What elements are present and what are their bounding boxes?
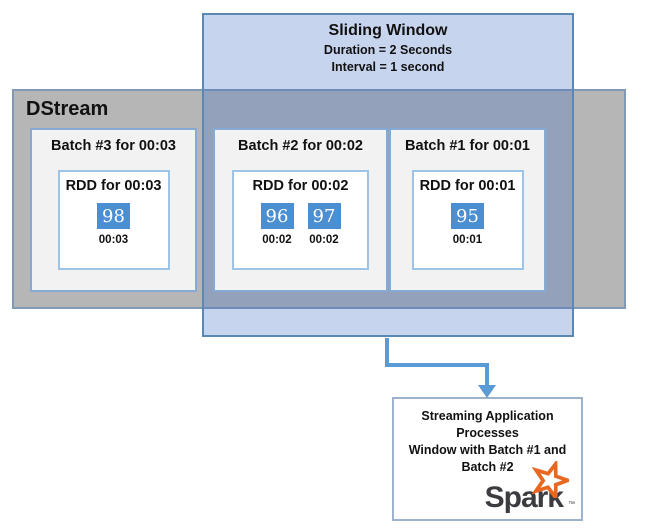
batch-3-box: Batch #3 for 00:03 RDD for 00:03 98 00:0… [30, 128, 197, 292]
sliding-window-duration: Duration = 2 Seconds [323, 43, 453, 57]
spark-star-icon [532, 461, 569, 498]
batch-title: Batch #2 for 00:02 [238, 138, 363, 154]
batch-1-box: Batch #1 for 00:01 RDD for 00:01 95 00:0… [389, 128, 546, 292]
processor-line: Batch #2 [461, 460, 514, 474]
rdd-cell-group: 96 00:02 [260, 203, 294, 246]
batch-title: Batch #1 for 00:01 [405, 138, 530, 154]
batch-title: Batch #3 for 00:03 [51, 138, 176, 154]
rdd-cells-row: 98 00:03 [97, 203, 130, 246]
rdd-cell-value: 96 [260, 203, 294, 229]
rdd-cell-group: 95 00:01 [451, 203, 484, 246]
processor-box: Streaming Application Processes Window w… [392, 397, 583, 521]
flow-arrow-line [385, 338, 489, 386]
rdd-cell-value: 97 [307, 203, 341, 229]
rdd-box: RDD for 00:02 96 00:02 97 00:02 [232, 170, 369, 270]
rdd-cell-value: 95 [451, 203, 484, 229]
rdd-cells-row: 96 00:02 97 00:02 [260, 203, 341, 246]
sliding-window-interval: Interval = 1 second [331, 60, 445, 74]
rdd-cell-time: 00:02 [262, 234, 292, 246]
rdd-cell-time: 00:01 [452, 234, 483, 246]
rdd-cell-value: 98 [97, 203, 130, 229]
sliding-window-title: Sliding Window [328, 22, 448, 39]
processor-line: Processes [456, 426, 519, 440]
rdd-title: RDD for 00:02 [252, 178, 349, 194]
rdd-cell-time: 00:03 [98, 234, 129, 246]
rdd-title: RDD for 00:01 [419, 178, 516, 194]
rdd-box: RDD for 00:01 95 00:01 [411, 170, 524, 270]
rdd-cell-group: 97 00:02 [307, 203, 341, 246]
batch-2-box: Batch #2 for 00:02 RDD for 00:02 96 00:0… [213, 128, 388, 292]
rdd-title: RDD for 00:03 [65, 178, 162, 194]
processor-line: Window with Batch #1 and [408, 443, 567, 457]
rdd-cell-time: 00:02 [309, 234, 339, 246]
spark-logo: Spark ™ [485, 461, 575, 515]
rdd-cells-row: 95 00:01 [451, 203, 484, 246]
rdd-cell-group: 98 00:03 [97, 203, 130, 246]
trademark-symbol: ™ [568, 501, 575, 508]
processor-line: Streaming Application [421, 409, 554, 423]
rdd-box: RDD for 00:03 98 00:03 [57, 170, 170, 270]
dstream-label: DStream [26, 98, 109, 120]
